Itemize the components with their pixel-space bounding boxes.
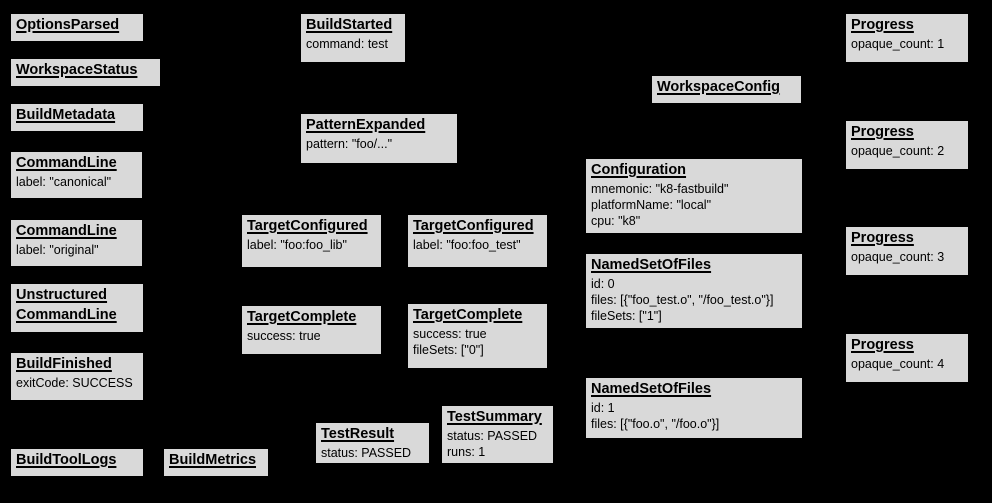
node-build-started: BuildStarted command: test (300, 13, 406, 63)
node-progress-4: Progress opaque_count: 4 (845, 333, 969, 383)
node-title: WorkspaceStatus (16, 62, 138, 78)
node-progress-2: Progress opaque_count: 2 (845, 120, 969, 170)
node-field: label: "foo:foo_lib" (247, 237, 347, 252)
node-field: success: true (413, 326, 487, 341)
node-field: exitCode: SUCCESS (16, 375, 133, 390)
node-command-line-canonical: CommandLine label: "canonical" (10, 151, 143, 199)
node-field: id: 0 (591, 276, 615, 291)
node-title: NamedSetOfFiles (591, 257, 712, 273)
node-test-result: TestResult status: PASSED (315, 422, 430, 464)
node-pattern-expanded: PatternExpanded pattern: "foo/..." (300, 113, 458, 164)
node-field: label: "canonical" (16, 174, 112, 189)
node-target-complete-foo-lib: TargetComplete success: true (241, 305, 382, 355)
node-field: files: [{"foo.o", "/foo.o"}] (591, 416, 720, 431)
node-title: TargetConfigured (247, 218, 368, 234)
node-field: mnemonic: "k8-fastbuild" (591, 181, 729, 196)
node-field: opaque_count: 1 (851, 36, 945, 51)
node-workspace-config: WorkspaceConfig (651, 75, 802, 104)
node-title: Unstructured CommandLine (16, 287, 117, 323)
node-title: WorkspaceConfig (657, 79, 781, 95)
node-title: TargetComplete (413, 307, 523, 323)
node-build-tool-logs: BuildToolLogs (10, 448, 144, 477)
node-field: status: PASSED (321, 445, 412, 460)
node-title: CommandLine (16, 155, 117, 171)
node-field: pattern: "foo/..." (306, 136, 393, 151)
node-configuration: Configuration mnemonic: "k8-fastbuild" p… (585, 158, 803, 234)
node-progress-1: Progress opaque_count: 1 (845, 13, 969, 63)
node-field: opaque_count: 2 (851, 143, 945, 158)
node-title: CommandLine (16, 223, 117, 239)
node-title: TestResult (321, 426, 395, 442)
node-field: success: true (247, 328, 321, 343)
node-field: label: "foo:foo_test" (413, 237, 521, 252)
node-field: fileSets: ["1"] (591, 309, 662, 324)
node-title: Progress (851, 17, 914, 33)
node-target-configured-foo-lib: TargetConfigured label: "foo:foo_lib" (241, 214, 382, 268)
node-title: NamedSetOfFiles (591, 381, 712, 397)
node-field: cpu: "k8" (591, 214, 641, 229)
node-field: opaque_count: 4 (851, 356, 945, 371)
node-field: runs: 1 (447, 444, 486, 459)
node-build-metrics: BuildMetrics (163, 448, 269, 477)
node-title: Configuration (591, 162, 687, 178)
node-field: platformName: "local" (591, 197, 712, 212)
node-title: BuildFinished (16, 356, 112, 372)
node-unstructured-command-line: Unstructured CommandLine (10, 283, 144, 333)
node-named-set-of-files-1: NamedSetOfFiles id: 1 files: [{"foo.o", … (585, 377, 803, 439)
node-progress-3: Progress opaque_count: 3 (845, 226, 969, 276)
node-title: BuildMetrics (169, 452, 257, 468)
node-field: status: PASSED (447, 428, 538, 443)
node-named-set-of-files-0: NamedSetOfFiles id: 0 files: [{"foo_test… (585, 253, 803, 329)
node-field: label: "original" (16, 242, 99, 257)
node-title: Progress (851, 230, 914, 246)
node-title: TestSummary (447, 409, 542, 425)
node-field: fileSets: ["0"] (413, 342, 484, 357)
node-field: id: 1 (591, 400, 615, 415)
node-options-parsed: OptionsParsed (10, 13, 144, 42)
node-target-complete-foo-test: TargetComplete success: true fileSets: [… (407, 303, 548, 369)
node-field: files: [{"foo_test.o", "/foo_test.o"}] (591, 292, 774, 307)
node-build-finished: BuildFinished exitCode: SUCCESS (10, 352, 144, 401)
node-title: BuildToolLogs (16, 452, 117, 468)
node-workspace-status: WorkspaceStatus (10, 58, 161, 87)
node-target-configured-foo-test: TargetConfigured label: "foo:foo_test" (407, 214, 548, 268)
node-test-summary: TestSummary status: PASSED runs: 1 (441, 405, 554, 464)
node-field: command: test (306, 36, 388, 51)
node-title: TargetConfigured (413, 218, 534, 234)
node-title: BuildMetadata (16, 107, 116, 123)
node-title: TargetComplete (247, 309, 357, 325)
node-title: PatternExpanded (306, 117, 426, 133)
node-command-line-original: CommandLine label: "original" (10, 219, 143, 267)
node-title: Progress (851, 124, 914, 140)
node-field: opaque_count: 3 (851, 249, 945, 264)
node-title: OptionsParsed (16, 17, 120, 33)
node-build-metadata: BuildMetadata (10, 103, 144, 132)
node-title: Progress (851, 337, 914, 353)
node-title: BuildStarted (306, 17, 393, 33)
